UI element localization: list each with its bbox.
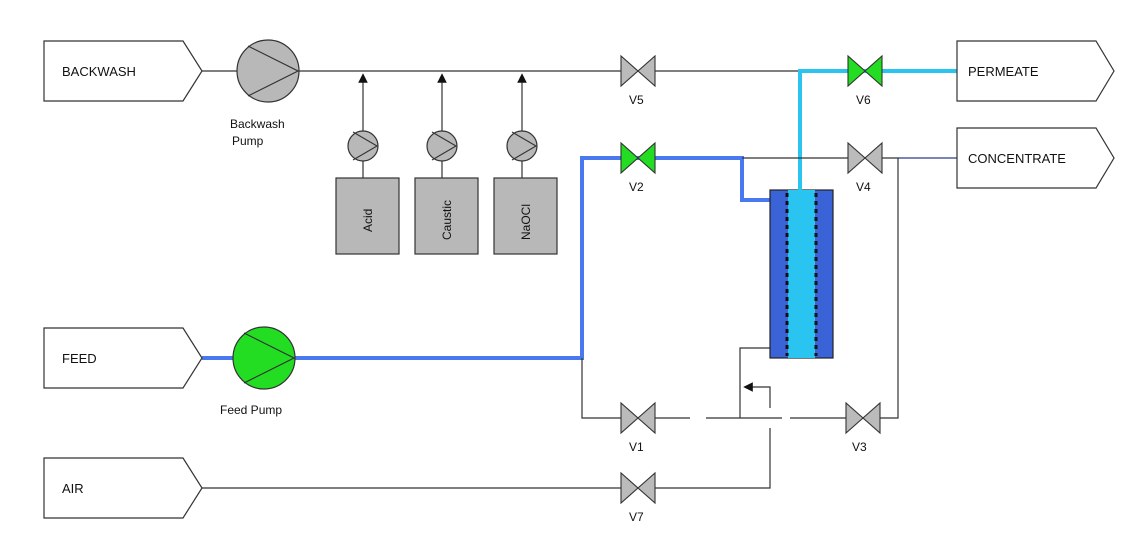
feed-pump-icon [232,326,296,390]
valve-v1-icon[interactable] [620,401,656,435]
backwash-pump-icon [236,39,300,103]
valve-v5-label: V5 [629,93,644,107]
valve-v4-icon[interactable] [847,141,883,175]
concentrate-tag-label: CONCENTRATE [968,151,1066,166]
valve-v6-label: V6 [856,93,871,107]
naocl-tank: NaOCl [493,177,558,255]
backwash-stream-tag: BACKWASH [43,40,203,102]
backwash-pump-label-line1: Backwash [230,117,285,131]
backwash-tag-label: BACKWASH [62,64,136,79]
valve-v4-label: V4 [856,180,871,194]
valve-v1-label: V1 [629,440,644,454]
valve-v7-icon[interactable] [620,471,656,505]
backwash-pump-label-line2: Pump [232,134,264,148]
valve-v5-icon[interactable] [620,54,656,88]
permeate-line [798,69,957,190]
acid-tank: Acid [335,177,400,255]
naocl-dosing-pump-icon [506,130,538,162]
caustic-tank: Caustic [414,177,479,255]
feed-stream-tag: FEED [43,327,203,389]
air-stream-tag: AIR [43,457,203,519]
air-line [202,428,771,489]
permeate-stream-tag: PERMEATE [956,40,1115,102]
air-tag-label: AIR [62,481,84,496]
feed-pump-label: Feed Pump [220,403,282,417]
retentate-top-line [742,157,899,419]
valve-v7-label: V7 [629,510,644,524]
caustic-dosing-pump-icon [426,130,458,162]
acid-tank-label: Acid [361,209,375,232]
feed-tag-label: FEED [62,351,97,366]
feed-line [202,156,770,360]
module-inlet-line [739,347,770,418]
air-injection-line [743,382,771,408]
valve-v3-label: V3 [852,440,867,454]
valve-v2-label: V2 [629,180,644,194]
valve-v6-icon[interactable] [847,54,883,88]
naocl-tank-label: NaOCl [519,204,533,240]
bypass-v1-line [581,358,690,419]
concentrate-stream-tag: CONCENTRATE [956,127,1115,189]
permeate-tag-label: PERMEATE [968,64,1039,79]
valve-v2-icon[interactable] [620,141,656,175]
valve-v3-icon[interactable] [845,401,881,435]
acid-dosing-pump-icon [347,130,379,162]
caustic-tank-label: Caustic [440,200,454,240]
membrane-module [769,176,834,359]
